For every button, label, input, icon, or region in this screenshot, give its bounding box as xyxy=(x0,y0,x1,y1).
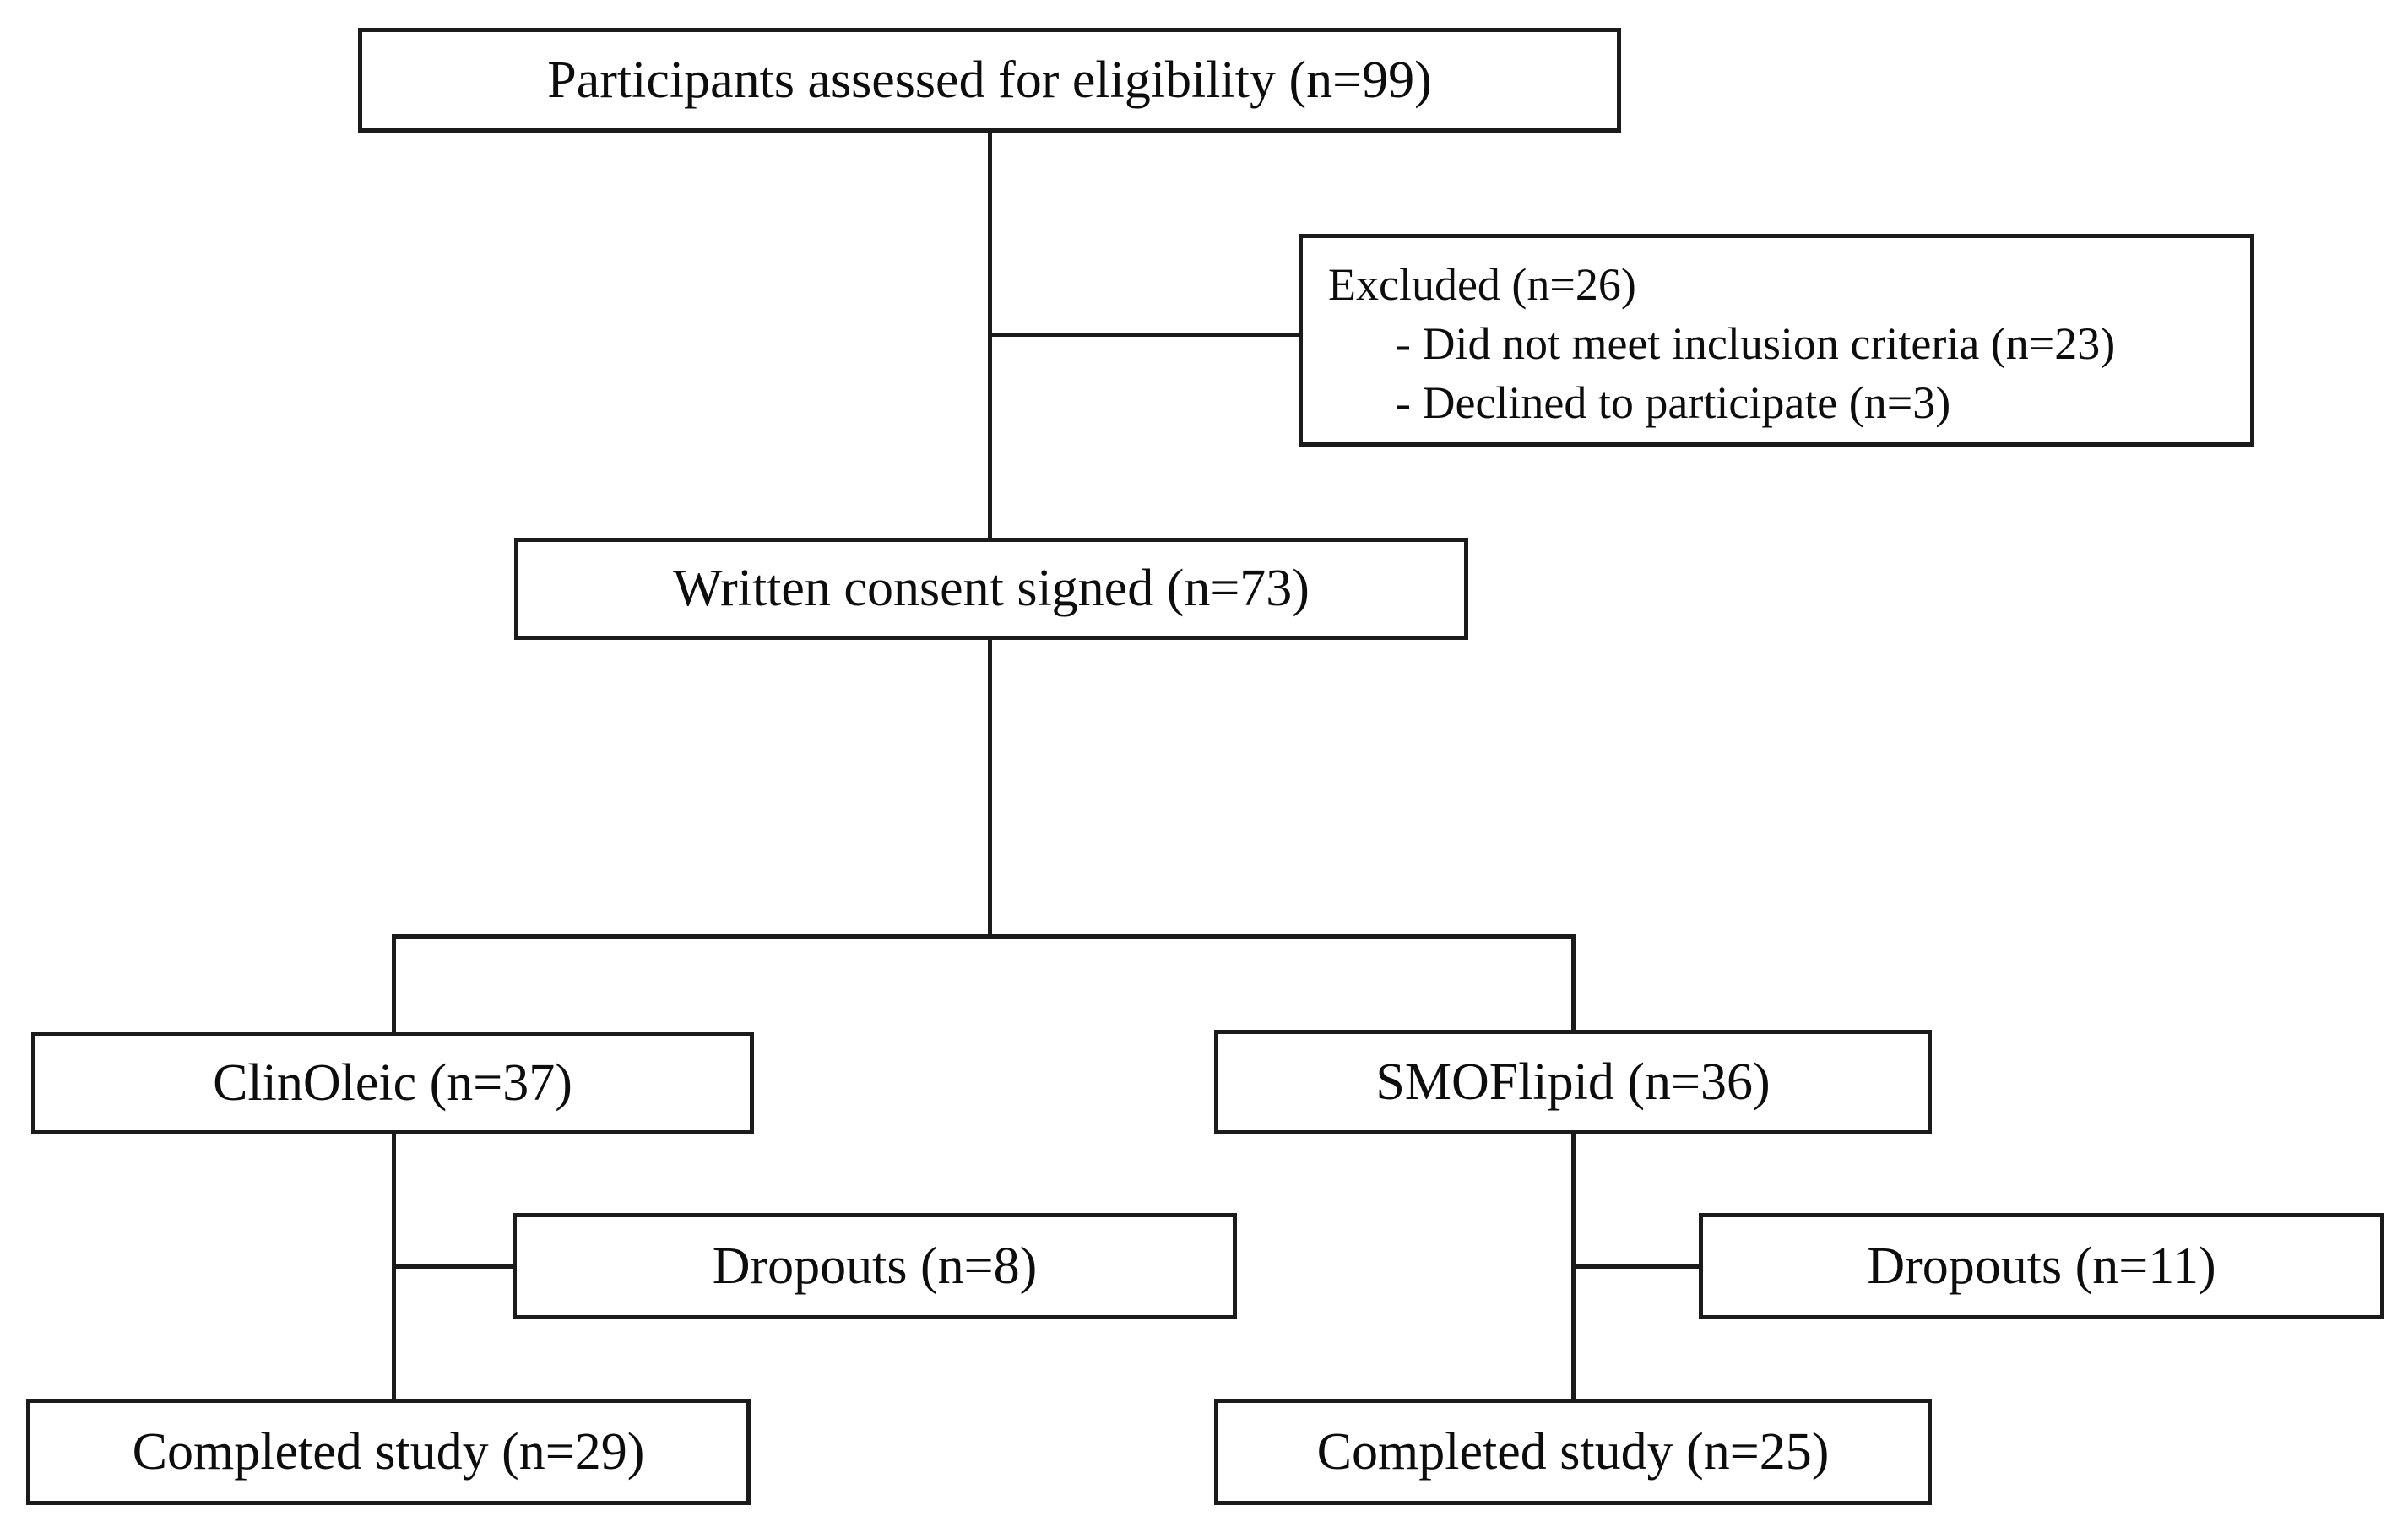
connector-consent-to-branch xyxy=(988,638,992,937)
excluded-title: Excluded (n=26) xyxy=(1328,259,1636,310)
arm-clinoleic-label: ClinOleic (n=37) xyxy=(213,1053,572,1112)
connector-to-dropouts-right xyxy=(1573,1264,1700,1269)
dropouts-right-box: Dropouts (n=11) xyxy=(1699,1213,2384,1319)
dropouts-left-label: Dropouts (n=8) xyxy=(712,1237,1038,1295)
excluded-item-inclusion: - Did not meet inclusion criteria (n=23) xyxy=(1396,318,2116,369)
connector-to-excluded xyxy=(990,333,1300,337)
arm-clinoleic-box: ClinOleic (n=37) xyxy=(31,1032,754,1134)
consent-box: Written consent signed (n=73) xyxy=(514,538,1468,640)
consent-label: Written consent signed (n=73) xyxy=(673,560,1310,618)
excluded-item-declined: - Declined to participate (n=3) xyxy=(1396,377,1951,428)
completed-right-box: Completed study (n=25) xyxy=(1214,1399,1932,1505)
eligibility-label: Participants assessed for eligibility (n… xyxy=(547,51,1432,109)
arm-smoflipid-box: SMOFlipid (n=36) xyxy=(1214,1030,1932,1134)
dropouts-left-box: Dropouts (n=8) xyxy=(513,1213,1237,1319)
completed-right-label: Completed study (n=25) xyxy=(1316,1422,1830,1481)
connector-branch-horizontal xyxy=(392,934,1576,939)
connector-to-dropouts-left xyxy=(393,1264,514,1269)
arm-smoflipid-label: SMOFlipid (n=36) xyxy=(1375,1053,1771,1111)
connector-branch-to-smoflipid xyxy=(1571,934,1576,1032)
dropouts-right-label: Dropouts (n=11) xyxy=(1867,1237,2216,1295)
excluded-box: Excluded (n=26) - Did not meet inclusion… xyxy=(1299,234,2254,447)
connector-branch-to-clinoleic xyxy=(392,934,396,1033)
eligibility-box: Participants assessed for eligibility (n… xyxy=(358,28,1621,133)
completed-left-box: Completed study (n=29) xyxy=(26,1399,751,1505)
completed-left-label: Completed study (n=29) xyxy=(132,1422,645,1481)
